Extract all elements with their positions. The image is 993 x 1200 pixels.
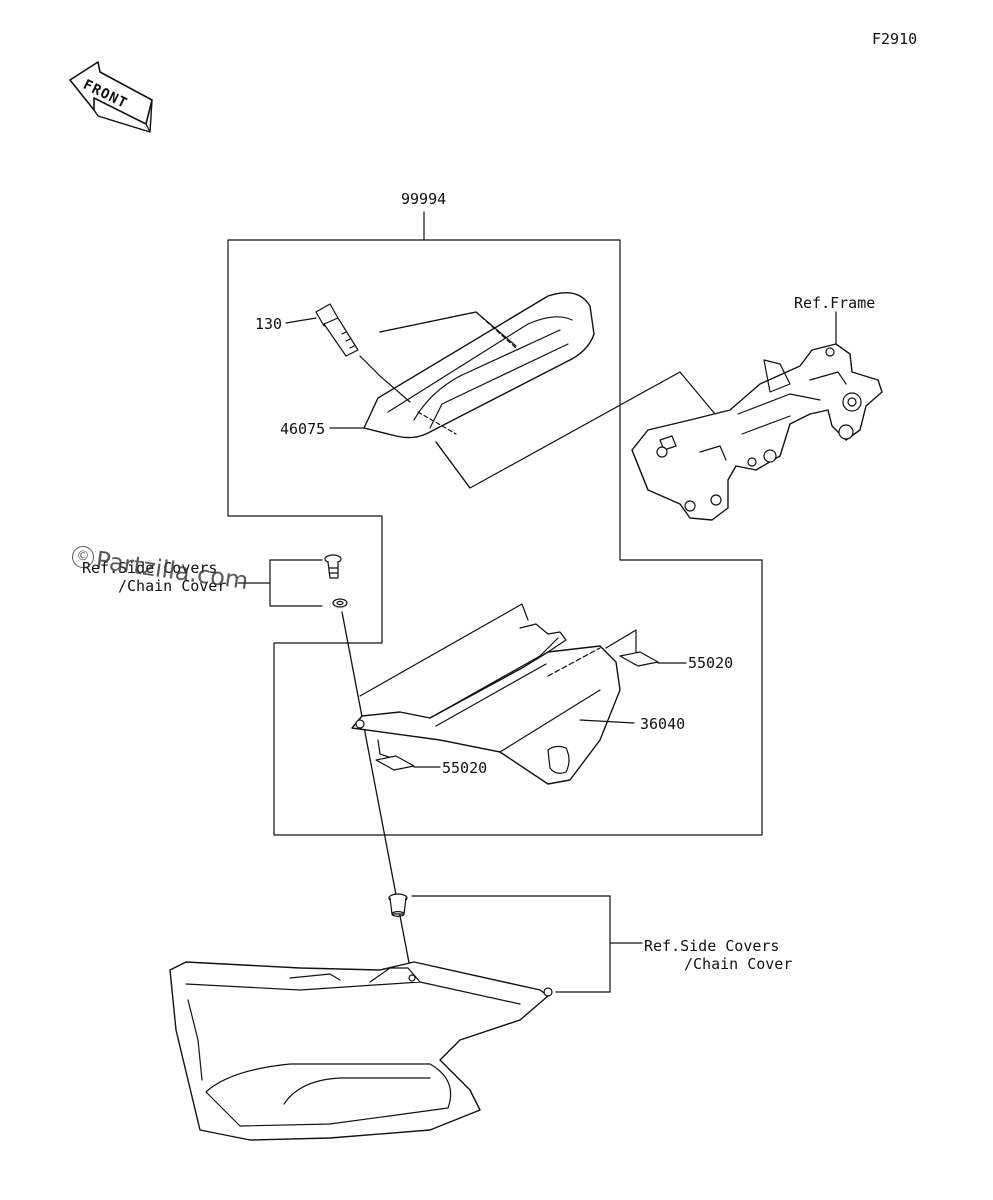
callout-ref-frame: Ref.Frame bbox=[794, 294, 876, 312]
callout-side-covers-lower-2: /Chain Cover bbox=[684, 955, 793, 973]
bolt-130 bbox=[285, 303, 359, 357]
callout-46075: 46075 bbox=[280, 420, 326, 438]
washer-upper bbox=[332, 598, 348, 608]
callout-99994: 99994 bbox=[401, 190, 447, 208]
frame-ref bbox=[631, 311, 883, 521]
callout-55020-lower: 55020 bbox=[442, 759, 488, 777]
cover-36040 bbox=[351, 623, 635, 785]
copyright-icon: © bbox=[72, 546, 94, 568]
callout-side-covers-lower-1: Ref.Side Covers bbox=[644, 937, 780, 955]
figure-code: F2910 bbox=[872, 30, 918, 48]
grommet bbox=[388, 893, 408, 917]
front-arrow-icon bbox=[69, 61, 153, 133]
side-cover-ref bbox=[169, 961, 553, 1141]
pad-55020-lower bbox=[375, 755, 441, 771]
callout-55020-upper: 55020 bbox=[688, 654, 734, 672]
side-cover-ref-bracket-lower bbox=[411, 895, 643, 993]
screw-upper bbox=[324, 554, 342, 579]
grab-bar-guide-box bbox=[359, 311, 721, 489]
pad-55020-upper bbox=[619, 651, 687, 667]
callout-36040: 36040 bbox=[640, 715, 686, 733]
side-cover-ref-bracket-upper bbox=[237, 559, 323, 607]
callout-130: 130 bbox=[255, 315, 283, 333]
callout-side-covers-upper-1: Ref.Side Covers bbox=[82, 559, 218, 577]
callout-side-covers-upper-2: /Chain Cover bbox=[118, 577, 227, 595]
grab-bar-46075 bbox=[329, 292, 595, 439]
assembly-bracket bbox=[227, 211, 763, 836]
